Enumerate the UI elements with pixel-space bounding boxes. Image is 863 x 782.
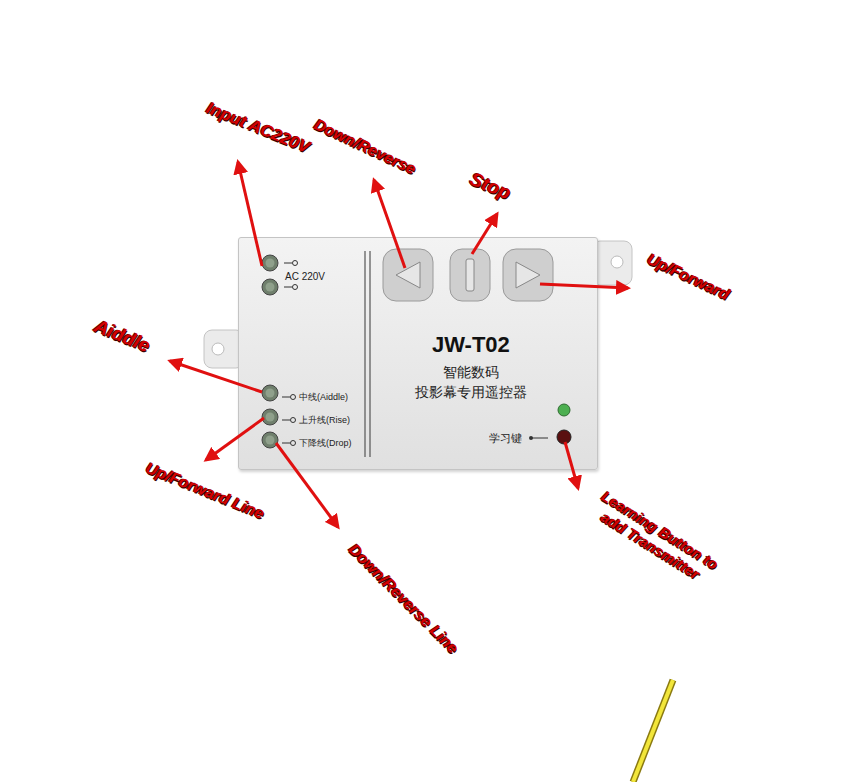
- callout-label: Stop: [466, 168, 514, 205]
- leader-arrow: [238, 162, 262, 266]
- terminal-label: 上升线(Rise): [299, 415, 350, 425]
- callout-label: Aiddle: [91, 315, 153, 358]
- product-subtitle: 智能数码 投影幕专用遥控器: [411, 362, 531, 403]
- leader-arrow: [565, 442, 578, 488]
- yellow-stick: [633, 680, 673, 782]
- callout-label: Up/Forward: [644, 249, 733, 304]
- leader-arrow: [170, 361, 262, 392]
- leader-arrow: [206, 418, 264, 460]
- leader-arrow: [540, 284, 628, 288]
- remote-receiver-box: AC 220V JW-T02 智能数码 投影幕专用遥控器中线(Aiddle) 上升线(…: [238, 237, 598, 470]
- leader-arrow: [472, 214, 497, 254]
- model-number: JW-T02: [432, 332, 510, 357]
- callout-label: Down/Reverse Line: [345, 540, 463, 658]
- callout-label: Input AC220V: [203, 98, 313, 158]
- mounting-ear: [592, 241, 632, 285]
- leader-arrow: [374, 180, 405, 268]
- leader-arrow: [276, 443, 338, 527]
- terminal-label: 中线(Aiddle): [299, 392, 348, 402]
- terminal-label: AC 220V: [285, 271, 325, 283]
- terminal-label: 下降线(Drop): [299, 438, 352, 448]
- callout-label: Learning Button to add Transmitter: [578, 480, 733, 595]
- callout-label: Down/Reverse: [311, 115, 419, 179]
- button-label: 学习键: [489, 432, 522, 445]
